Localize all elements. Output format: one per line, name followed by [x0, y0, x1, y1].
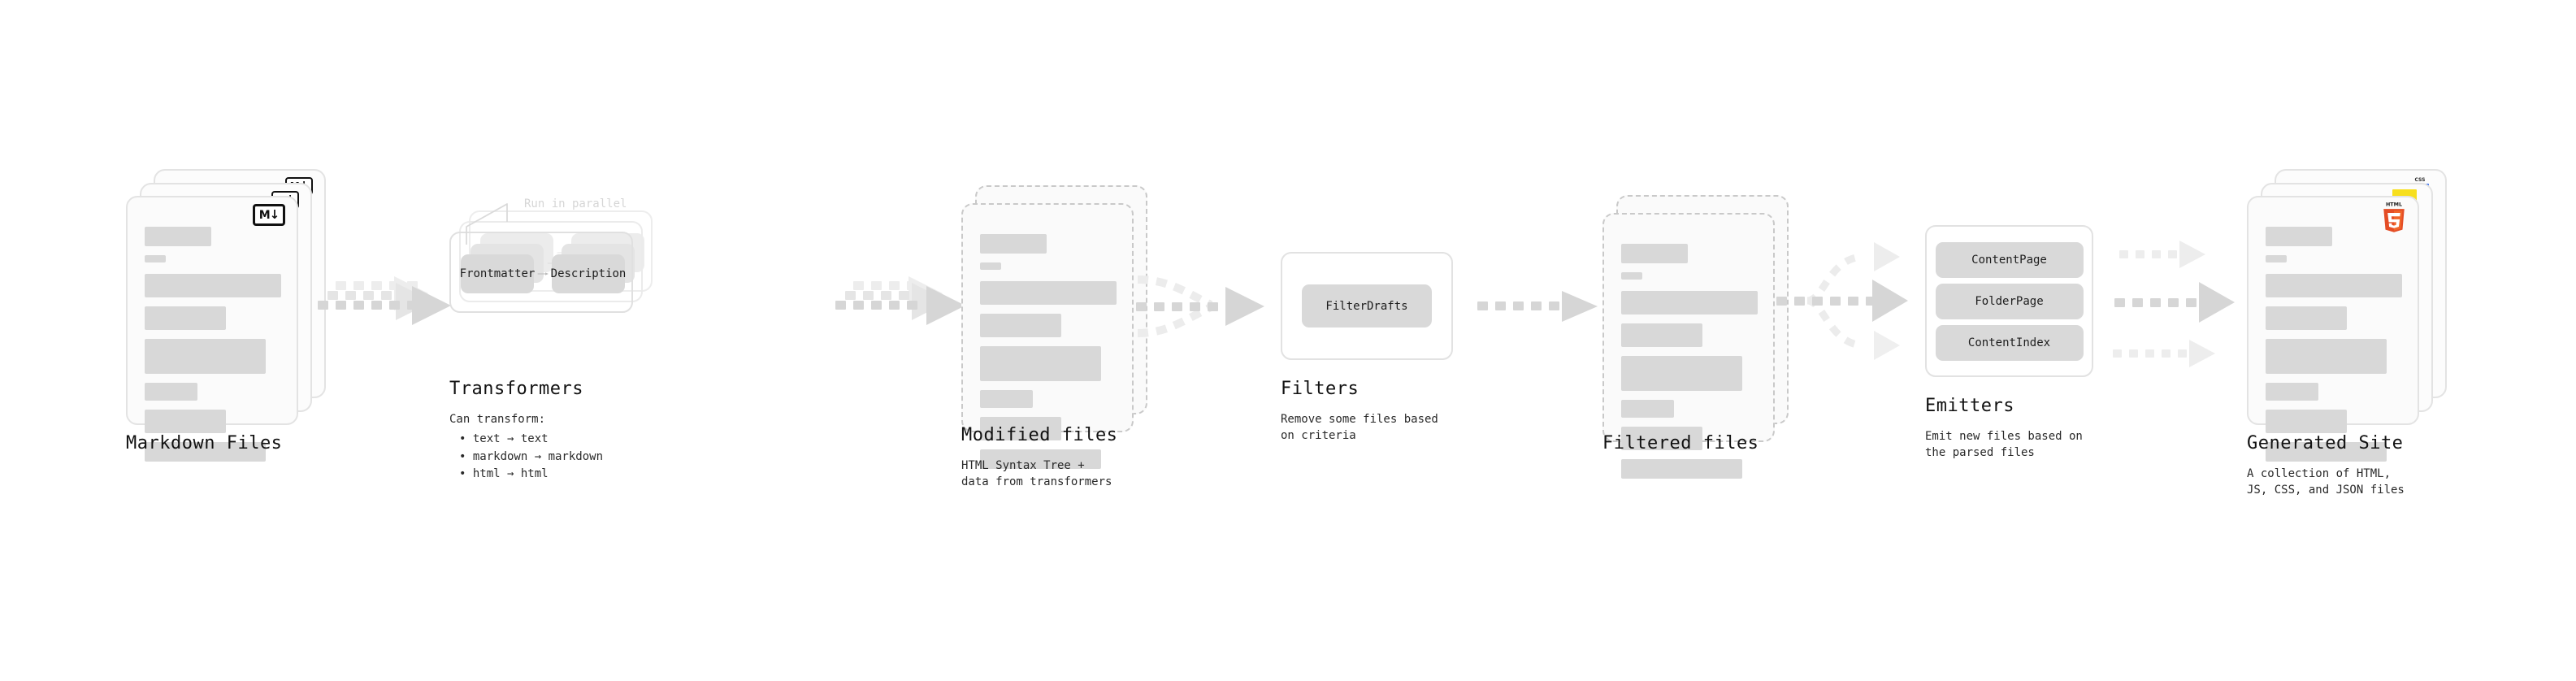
transformer-pill-description[interactable]: Description: [551, 254, 626, 293]
file-content-bar: [1621, 323, 1702, 347]
conn-transformers-to-modified: [830, 276, 977, 333]
file-content-bars: [1621, 244, 1759, 488]
file-content-bar: [2266, 306, 2347, 330]
file-content-bar: [1621, 459, 1742, 479]
stage-generated-site: CSS HTML: [2247, 169, 2447, 462]
file-content-bar: [145, 274, 281, 297]
file-content-bar: [145, 383, 197, 401]
file-content-bar: [1621, 244, 1688, 263]
file-card-front: [1602, 213, 1775, 479]
dashed-layered-arrow-icon: [318, 276, 451, 325]
stage-filtered-files: [1602, 195, 1789, 479]
transformers-bullet-list: • text → text • markdown → markdown • ht…: [459, 431, 603, 484]
stage-filters-box[interactable]: FilterDrafts: [1281, 252, 1453, 360]
file-content-bar: [2266, 383, 2318, 401]
file-content-bar: [980, 346, 1101, 381]
run-in-parallel-bracket-icon: [466, 203, 508, 245]
dashed-triple-arrow-icon: [2113, 241, 2235, 367]
file-content-bar: [2266, 255, 2287, 262]
subtitle-modified-files: HTML Syntax Tree + data from transformer…: [961, 459, 1112, 489]
label-generated-site: Generated Site: [2247, 433, 2404, 453]
transformer-pill-frontmatter[interactable]: Frontmatter: [460, 254, 535, 293]
filtered-file-stack: [1602, 195, 1789, 479]
file-content-bar: [980, 281, 1117, 305]
dashed-fan-arrow-icon: [1776, 242, 1908, 360]
dashed-merge-arrow-icon: [1136, 275, 1264, 337]
file-content-bar: [980, 449, 1101, 469]
markdown-icon: M↓: [253, 204, 285, 226]
file-content-bar: [2266, 410, 2347, 433]
subtitle-generated-site: A collection of HTML, JS, CSS, and JSON …: [2247, 467, 2405, 497]
file-content-bars: [145, 227, 282, 471]
subtitle-transformers: Can transform:: [449, 413, 546, 426]
file-card-front: HTML: [2247, 196, 2419, 462]
subtitle-filters: Remove some files based on criteria: [1281, 413, 1438, 443]
conn-filters-to-filtered: [1477, 291, 1606, 323]
markdown-file-stack: M↓ M↓ M↓: [126, 169, 326, 462]
label-markdown-files: Markdown Files: [126, 433, 283, 453]
transformers-bullet-item: • text → text: [459, 432, 549, 445]
conn-filtered-to-emitters: [1776, 226, 1931, 376]
label-transformers: Transformers: [449, 379, 583, 399]
emitter-pill-contentindex[interactable]: ContentIndex: [1935, 324, 2084, 361]
file-content-bar: [145, 227, 211, 246]
file-card-front: M↓: [126, 196, 298, 462]
dashed-arrow-icon: [1477, 291, 1598, 322]
modified-file-stack: [961, 185, 1147, 469]
file-content-bar: [145, 255, 166, 262]
transformer-card-1[interactable]: Frontmatter Description: [449, 232, 633, 313]
file-content-bar: [1621, 427, 1702, 450]
dashed-layered-arrow-icon: [835, 276, 965, 325]
transformers-bullet-item: • html → html: [459, 467, 549, 481]
file-content-bar: [1621, 272, 1642, 280]
transformers-bullet-item: • markdown → markdown: [459, 449, 604, 463]
markdown-icon-arrow: ↓: [269, 207, 280, 222]
svg-text:HTML: HTML: [2386, 202, 2402, 208]
file-content-bars: [2266, 227, 2403, 471]
file-content-bar: [145, 339, 266, 374]
subtitle-emitters: Emit new files based on the parsed files: [1925, 430, 2083, 460]
file-content-bar: [980, 390, 1033, 408]
file-content-bar: [980, 234, 1047, 254]
file-content-bar: [2266, 274, 2402, 297]
transformers-stack: Frontmatter Description Frontmatter Desc…: [449, 210, 653, 314]
file-content-bar: [145, 306, 226, 330]
emitter-pill-folderpage[interactable]: FolderPage: [1935, 283, 2084, 319]
file-content-bar: [1621, 291, 1758, 314]
file-content-bar: [980, 262, 1001, 270]
transformer-arrow-icon: [537, 272, 549, 275]
file-content-bar: [2266, 339, 2387, 374]
file-content-bar: [1621, 356, 1742, 391]
stage-modified-files: [961, 185, 1147, 469]
file-content-bar: [145, 442, 266, 462]
file-content-bar: [2266, 442, 2387, 462]
markdown-icon-letter: M: [258, 208, 271, 222]
filter-pill-filterdrafts[interactable]: FilterDrafts: [1302, 284, 1432, 327]
html5-icon: HTML: [2383, 202, 2405, 232]
label-run-in-parallel: Run in parallel: [524, 197, 627, 210]
label-filtered-files: Filtered files: [1602, 433, 1759, 453]
generated-site-file-stack: CSS HTML: [2247, 169, 2447, 462]
file-content-bar: [1621, 400, 1674, 418]
file-content-bar: [2266, 227, 2332, 246]
emitter-pill-contentpage[interactable]: ContentPage: [1935, 241, 2084, 278]
stage-emitters-box[interactable]: ContentPage FolderPage ContentIndex: [1925, 225, 2093, 377]
file-content-bars: [980, 234, 1117, 478]
file-content-bar: [980, 417, 1061, 440]
label-filters: Filters: [1281, 379, 1360, 399]
stage-transformers: Frontmatter Description Frontmatter Desc…: [449, 210, 653, 314]
conn-emitters-to-site: [2111, 228, 2257, 378]
label-modified-files: Modified files: [961, 425, 1118, 445]
file-card-front: [961, 203, 1134, 469]
label-emitters: Emitters: [1925, 396, 2014, 416]
css-icon-label: CSS: [2414, 177, 2426, 183]
conn-md-to-transformers: [313, 276, 459, 333]
stage-markdown-files: M↓ M↓ M↓: [126, 169, 326, 462]
file-content-bar: [145, 410, 226, 433]
file-content-bar: [980, 314, 1061, 337]
conn-modified-to-filters: [1136, 262, 1286, 351]
